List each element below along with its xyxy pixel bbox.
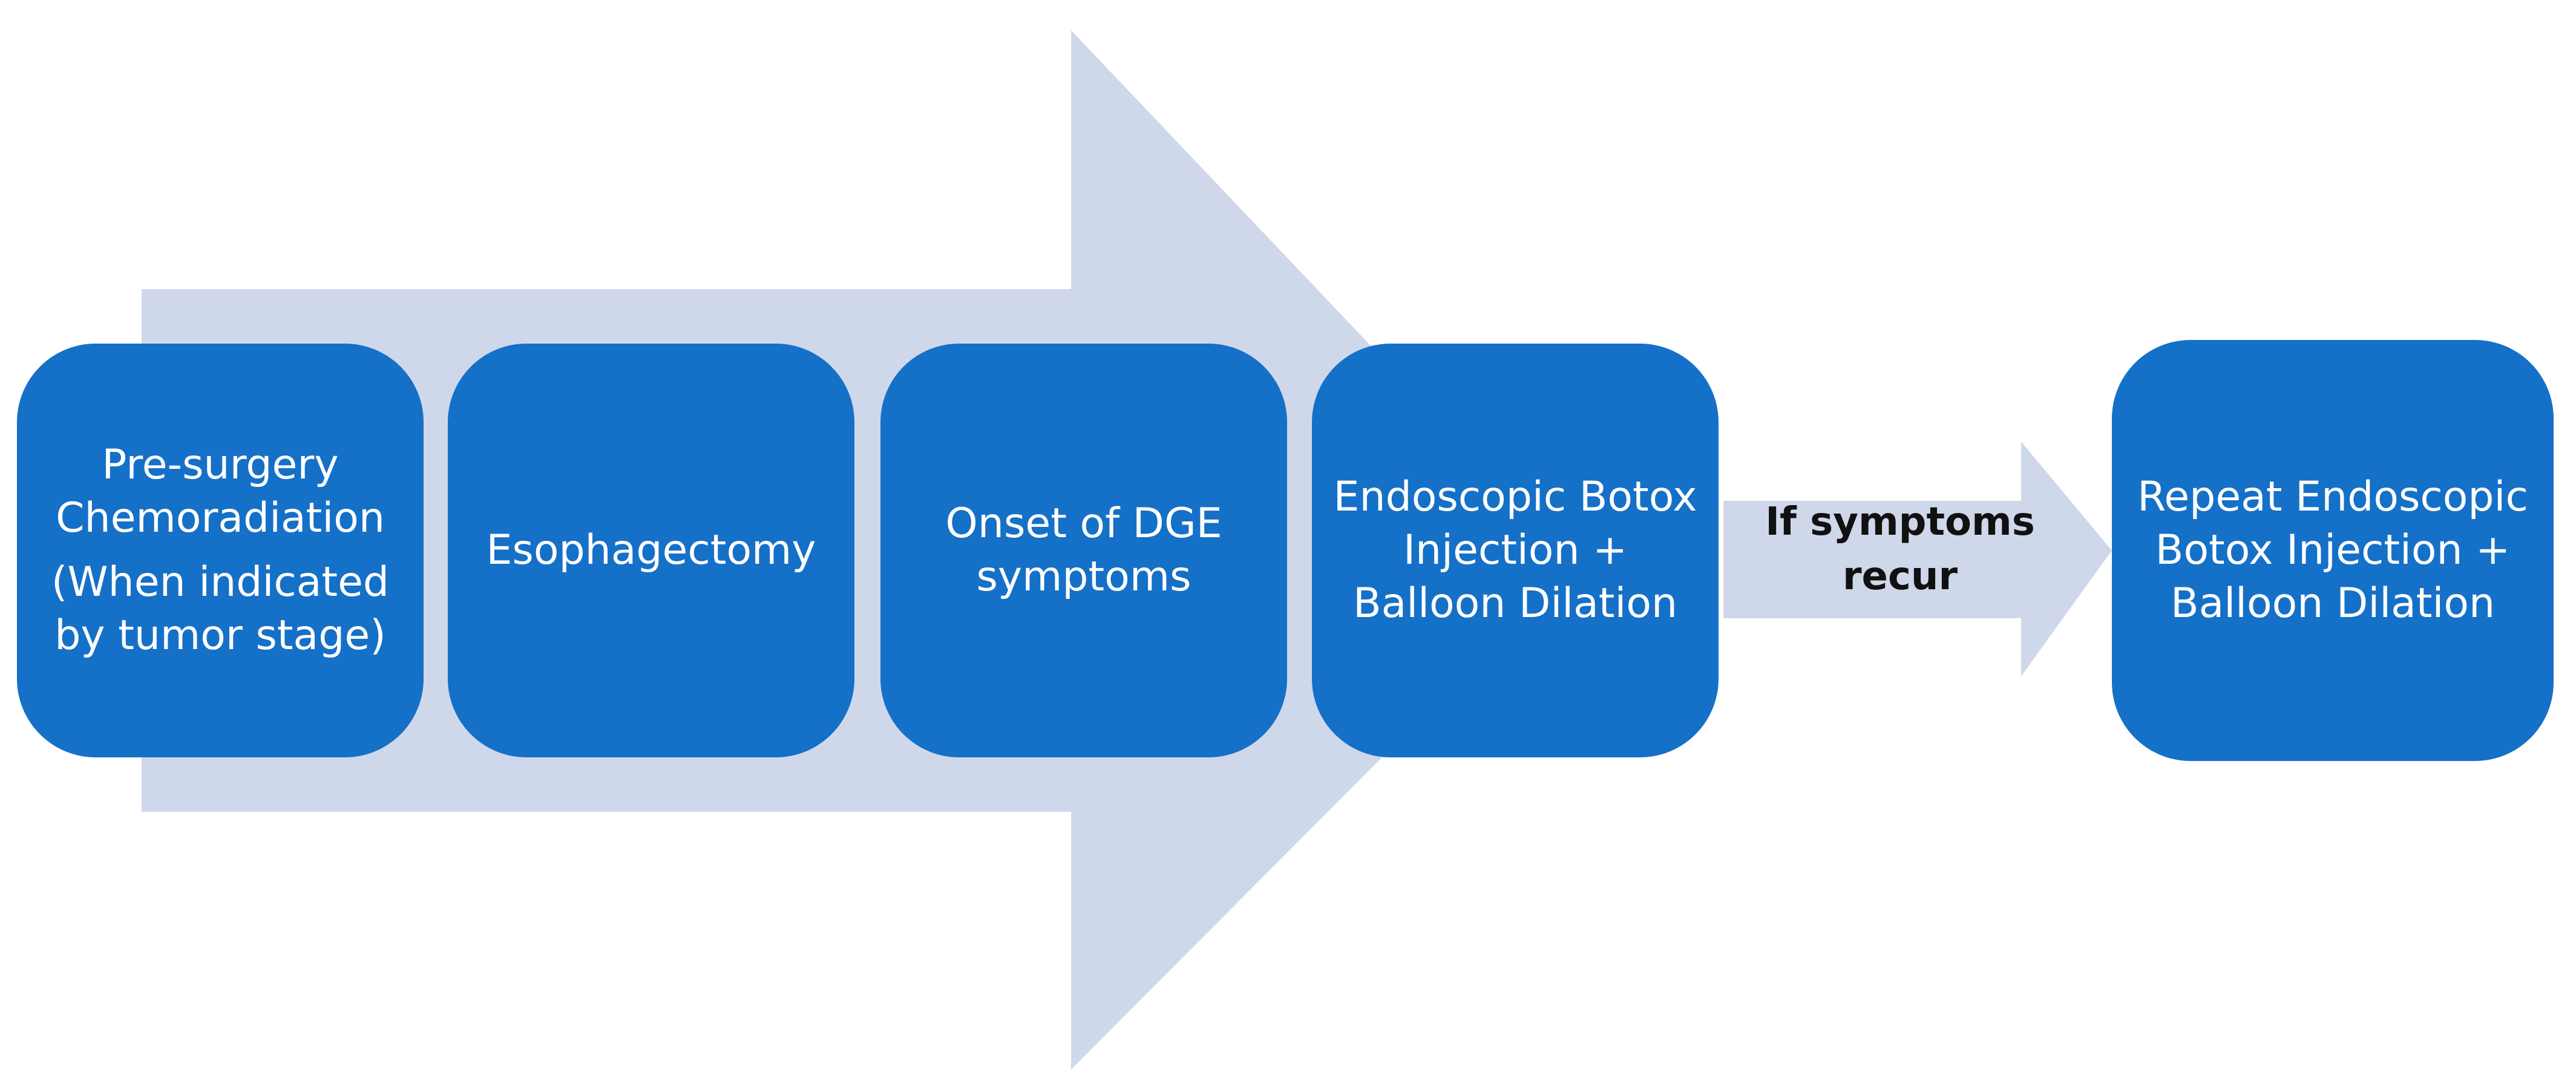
step-box-esophagectomy: Esophagectomy — [448, 344, 854, 757]
step-box-pre-surgery-chemoradiation: Pre-surgery Chemoradiation (When indicat… — [17, 344, 424, 757]
step-title: Repeat Endoscopic Botox Injection + Ball… — [2137, 473, 2528, 627]
step-title: Pre-surgery Chemoradiation — [56, 441, 385, 542]
step-title: Onset of DGE symptoms — [945, 500, 1222, 601]
condition-label: If symptoms recur — [1765, 500, 2035, 599]
step-box-botox-balloon-dilation: Endoscopic Botox Injection + Balloon Dil… — [1312, 344, 1719, 757]
condition-arrow-shape — [1723, 442, 2112, 676]
step-box-repeat-botox-balloon-dilation: Repeat Endoscopic Botox Injection + Ball… — [2112, 340, 2554, 761]
step-title: Esophagectomy — [486, 526, 816, 574]
step-note: (When indicated by tumor stage) — [51, 558, 390, 659]
step-title: Endoscopic Botox Injection + Balloon Dil… — [1333, 473, 1697, 627]
step-box-onset-dge-symptoms: Onset of DGE symptoms — [880, 344, 1287, 757]
